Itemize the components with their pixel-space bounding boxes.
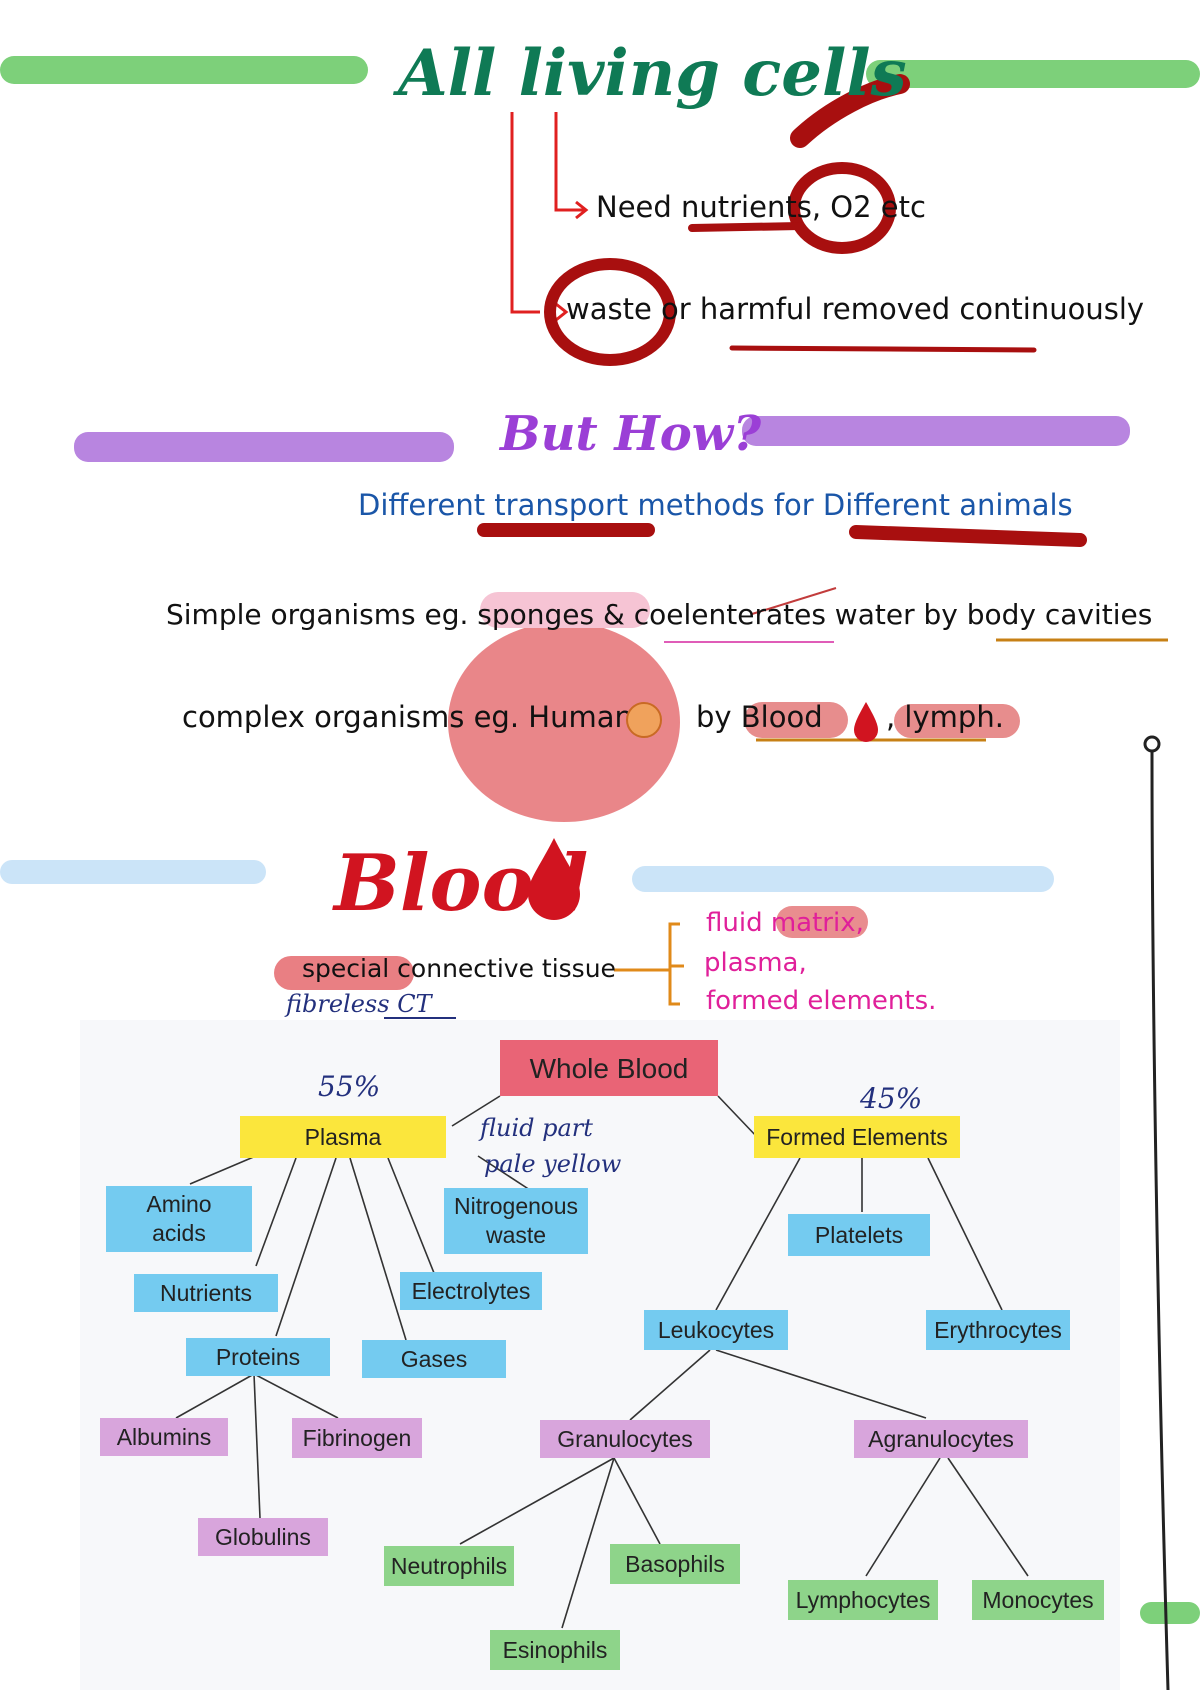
branch-formed-elements: formed elements. xyxy=(706,986,937,1016)
node-basophils: Basophils xyxy=(610,1544,740,1584)
node-plasma: Plasma xyxy=(240,1116,446,1158)
node-erythrocytes: Erythrocytes xyxy=(926,1310,1070,1350)
node-platelets: Platelets xyxy=(788,1214,930,1256)
node-gases: Gases xyxy=(362,1340,506,1378)
green-bar-right xyxy=(866,60,1200,88)
node-nutrients: Nutrients xyxy=(134,1274,278,1312)
page-title: All living cells xyxy=(398,36,907,111)
highlight-special xyxy=(274,956,414,990)
highlight-blood xyxy=(744,702,848,738)
plasma-note-yellow: pale yellow xyxy=(484,1150,622,1178)
node-formed-elements: Formed Elements xyxy=(754,1116,960,1158)
person-face-icon xyxy=(626,702,662,738)
plasma-note-fluid: fluid part xyxy=(480,1114,593,1142)
formed-percent: 45% xyxy=(860,1082,923,1115)
section-title-how: But How? xyxy=(500,406,762,462)
blue-bar-right xyxy=(632,866,1054,892)
plasma-percent: 55% xyxy=(318,1070,381,1103)
node-esinophils: Esinophils xyxy=(490,1630,620,1670)
node-lymphocytes: Lymphocytes xyxy=(788,1580,938,1620)
node-albumins: Albumins xyxy=(100,1418,228,1456)
highlight-matrix xyxy=(776,906,868,938)
blue-bar-left xyxy=(0,860,266,884)
fibreless-note: fibreless CT xyxy=(286,990,432,1018)
connective-tissue-text: special connective tissue xyxy=(302,954,616,983)
node-neutrophils: Neutrophils xyxy=(384,1546,514,1586)
node-granulocytes: Granulocytes xyxy=(540,1420,710,1458)
branch-fluid-matrix: fluid matrix, xyxy=(706,908,864,938)
node-fibrinogen: Fibrinogen xyxy=(292,1418,422,1458)
purple-bar-left xyxy=(74,432,454,462)
blood-title: Blood xyxy=(334,838,589,929)
lymph-text: , lymph. xyxy=(886,700,1004,734)
point-waste: waste or harmful removed continuously xyxy=(566,292,1145,326)
green-bar-bottom xyxy=(1140,1602,1200,1624)
green-bar-left xyxy=(0,56,368,84)
purple-bar-right xyxy=(742,416,1130,446)
node-whole-blood: Whole Blood xyxy=(500,1040,718,1096)
node-agranulocytes: Agranulocytes xyxy=(854,1420,1028,1458)
node-monocytes: Monocytes xyxy=(972,1580,1104,1620)
branch-plasma: plasma, xyxy=(704,948,807,978)
node-globulins: Globulins xyxy=(198,1518,328,1556)
node-leukocytes: Leukocytes xyxy=(644,1310,788,1350)
simple-organisms-text: Simple organisms eg. sponges & coelenter… xyxy=(166,598,1153,631)
highlight-lymph xyxy=(894,704,1020,738)
node-amino-acids: Amino acids xyxy=(106,1186,252,1252)
highlight-sponges xyxy=(480,592,650,628)
node-nitrogenous-waste: Nitrogenous waste xyxy=(444,1188,588,1254)
node-proteins: Proteins xyxy=(186,1338,330,1376)
node-electrolytes: Electrolytes xyxy=(400,1272,542,1310)
by-blood-text: by Blood xyxy=(696,700,823,734)
point-nutrients: Need nutrients, O2 etc xyxy=(596,190,926,224)
transport-subtitle: Different transport methods for Differen… xyxy=(358,488,1073,522)
complex-organisms-text: complex organisms eg. Human xyxy=(182,700,633,734)
